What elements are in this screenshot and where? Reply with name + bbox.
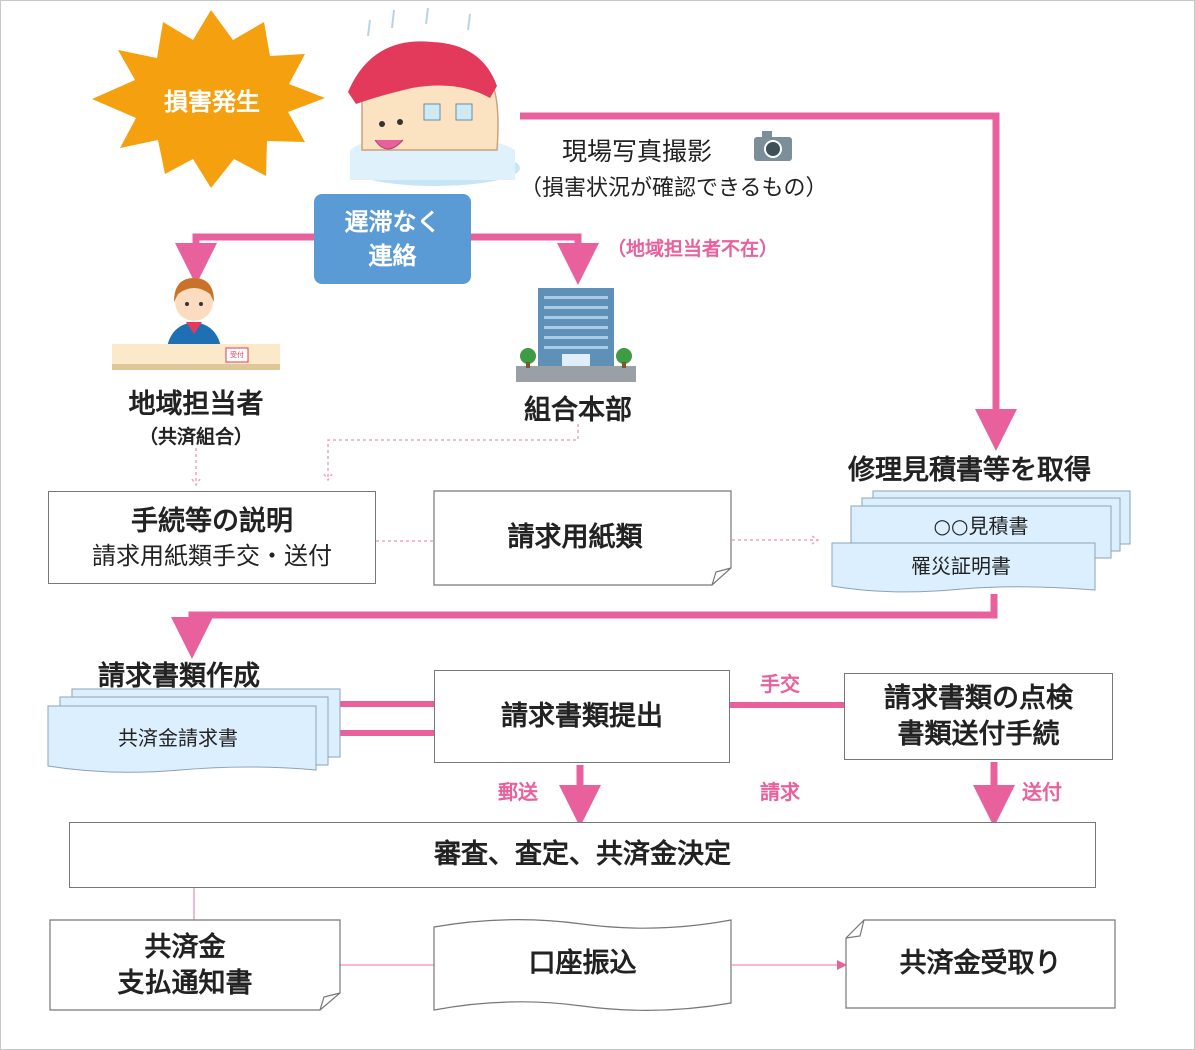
estimate-doc-stack: [831, 490, 1131, 593]
check-line2: 書類送付手続: [897, 718, 1060, 750]
absent-note: （地域担当者不在）: [607, 238, 779, 260]
photo-title: 現場写真撮影: [562, 137, 713, 166]
edge-mail: 郵送: [498, 780, 538, 804]
notice-line2: 支払通知書: [117, 968, 253, 999]
damage-burst: [92, 10, 325, 188]
receptionist-illustration: [112, 278, 280, 370]
claim-doc: 共済金請求書: [118, 726, 238, 750]
transfer-title: 口座振込: [528, 948, 637, 979]
flooded-house-illustration: [348, 7, 520, 186]
claim-doc-stack: [47, 688, 341, 773]
arrow-to-claim-docs: [171, 594, 998, 659]
estimate-title: 修理見積書等を取得: [848, 455, 1091, 486]
submit-title: 請求書類提出: [501, 700, 663, 732]
notice-title: 共済金 支払通知書: [50, 930, 320, 1002]
review-box: 審査、査定、共済金決定: [69, 822, 1096, 888]
receive-box: [845, 919, 1116, 1009]
claim-docs-title: 請求書類作成: [98, 661, 260, 692]
check-line1: 請求書類の点検: [884, 682, 1073, 714]
estimate-doc2: 罹災証明書: [911, 554, 1011, 578]
explain-title: 手続等の説明: [131, 505, 293, 537]
hq-title: 組合本部: [524, 395, 632, 426]
local-staff-title: 地域担当者: [128, 389, 264, 420]
notice-box: [49, 919, 341, 1011]
edge-request: 請求: [760, 780, 800, 804]
transfer-box: [433, 919, 732, 1011]
arrow-to-local-staff: [175, 233, 314, 285]
dotted-connectors: [191, 424, 820, 545]
local-staff-sub: （共済組合）: [138, 426, 253, 448]
camera-icon: [754, 131, 792, 161]
photo-note: （損害状況が確認できるもの）: [520, 176, 828, 201]
edge-hand: 手交: [760, 672, 800, 696]
contact-line2: 連絡: [368, 242, 417, 270]
contact-line1: 遅滞なく: [344, 208, 441, 236]
check-box: 請求書類の点検 書類送付手続: [844, 673, 1113, 760]
review-title: 審査、査定、共済金決定: [434, 839, 731, 870]
explain-box: 手続等の説明 請求用紙類手交・送付: [48, 491, 376, 584]
submit-box: 請求書類提出: [434, 670, 730, 763]
notice-line1: 共済金: [144, 932, 226, 963]
estimate-doc1: ○○見積書: [933, 514, 1029, 538]
hq-building-illustration: [516, 288, 636, 382]
arrow-to-estimate: [520, 112, 1017, 451]
desk-sign: 受付: [230, 351, 244, 359]
forms-box: [433, 490, 732, 586]
edge-send: 送付: [1022, 780, 1062, 804]
forms-title: 請求用紙類: [507, 522, 643, 553]
receive-title: 共済金受取り: [899, 948, 1062, 979]
explain-sub: 請求用紙類手交・送付: [92, 541, 332, 570]
contact-box: 遅滞なく 連絡: [314, 194, 471, 284]
arrow-to-hq: [470, 233, 599, 285]
damage-label: 損害発生: [164, 88, 260, 116]
